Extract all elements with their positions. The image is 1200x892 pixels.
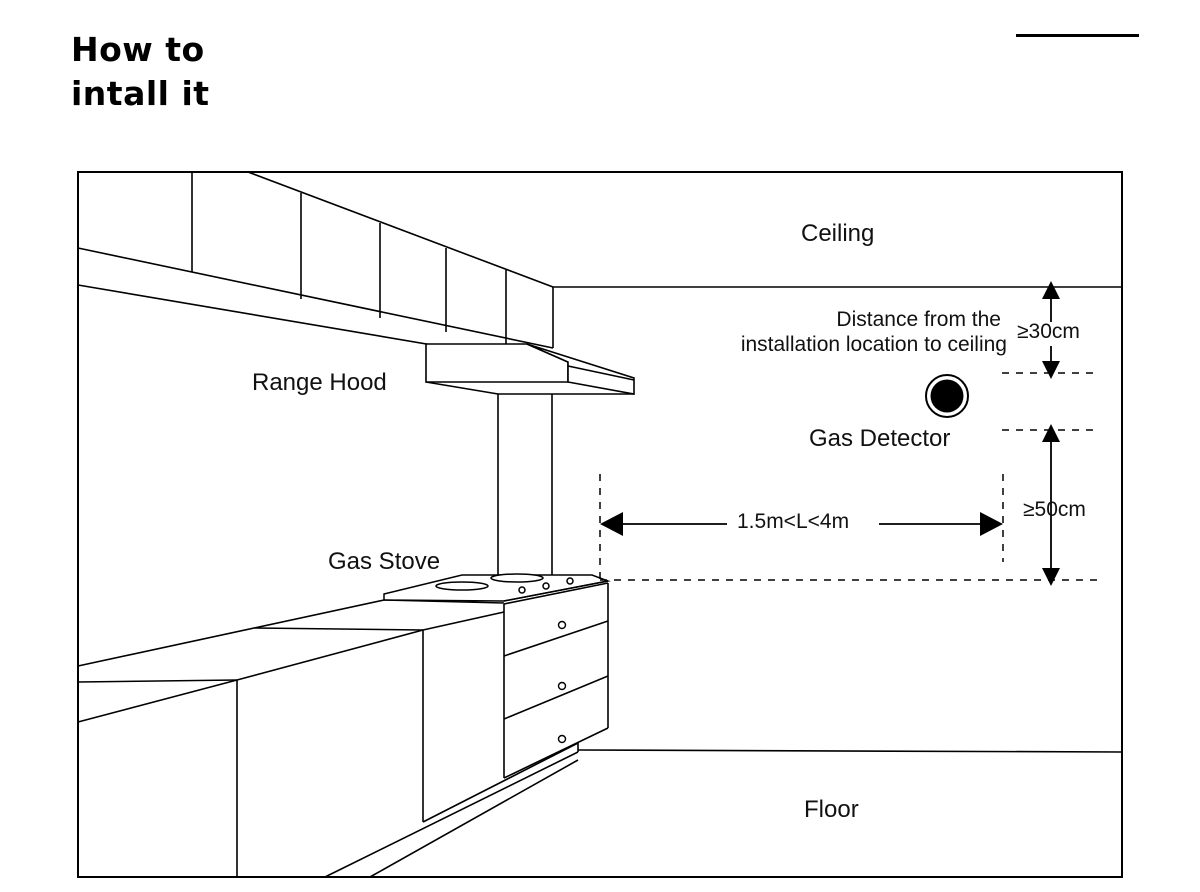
- gas-detector: [925, 374, 969, 418]
- title-line-1: How to: [71, 30, 205, 69]
- distance-label-line2: installation location to ceiling: [741, 333, 1007, 356]
- ceiling-gap-value: ≥30cm: [1017, 320, 1080, 343]
- gas-detector-label: Gas Detector: [809, 425, 950, 452]
- wall-cabinets: [77, 171, 554, 349]
- ceiling-label: Ceiling: [801, 220, 874, 247]
- range-hood: [425, 343, 635, 395]
- horizontal-range-value: 1.5m<L<4m: [737, 510, 849, 533]
- title-line-2: intall it: [71, 74, 210, 113]
- floor-label: Floor: [804, 796, 859, 823]
- drawer-knobs: [557, 620, 567, 744]
- header-rule: [1016, 34, 1139, 37]
- hood-duct: [497, 394, 553, 575]
- stove-gap-value: ≥50cm: [1023, 498, 1086, 521]
- room-edges: [552, 286, 1123, 753]
- range-hood-label: Range Hood: [252, 369, 387, 396]
- dashed-guides: [599, 372, 1097, 581]
- base-cabinets: [77, 582, 609, 878]
- distance-label-line1: Distance from the: [836, 308, 1001, 331]
- arrowhead-left: [600, 512, 623, 536]
- gas-stove: [383, 573, 611, 604]
- dimension-arrows: [622, 281, 1060, 586]
- diagram-frame: [77, 171, 1123, 878]
- arrowhead-right: [980, 512, 1003, 536]
- page-title: How to intall it: [71, 28, 210, 116]
- gas-stove-label: Gas Stove: [328, 548, 440, 575]
